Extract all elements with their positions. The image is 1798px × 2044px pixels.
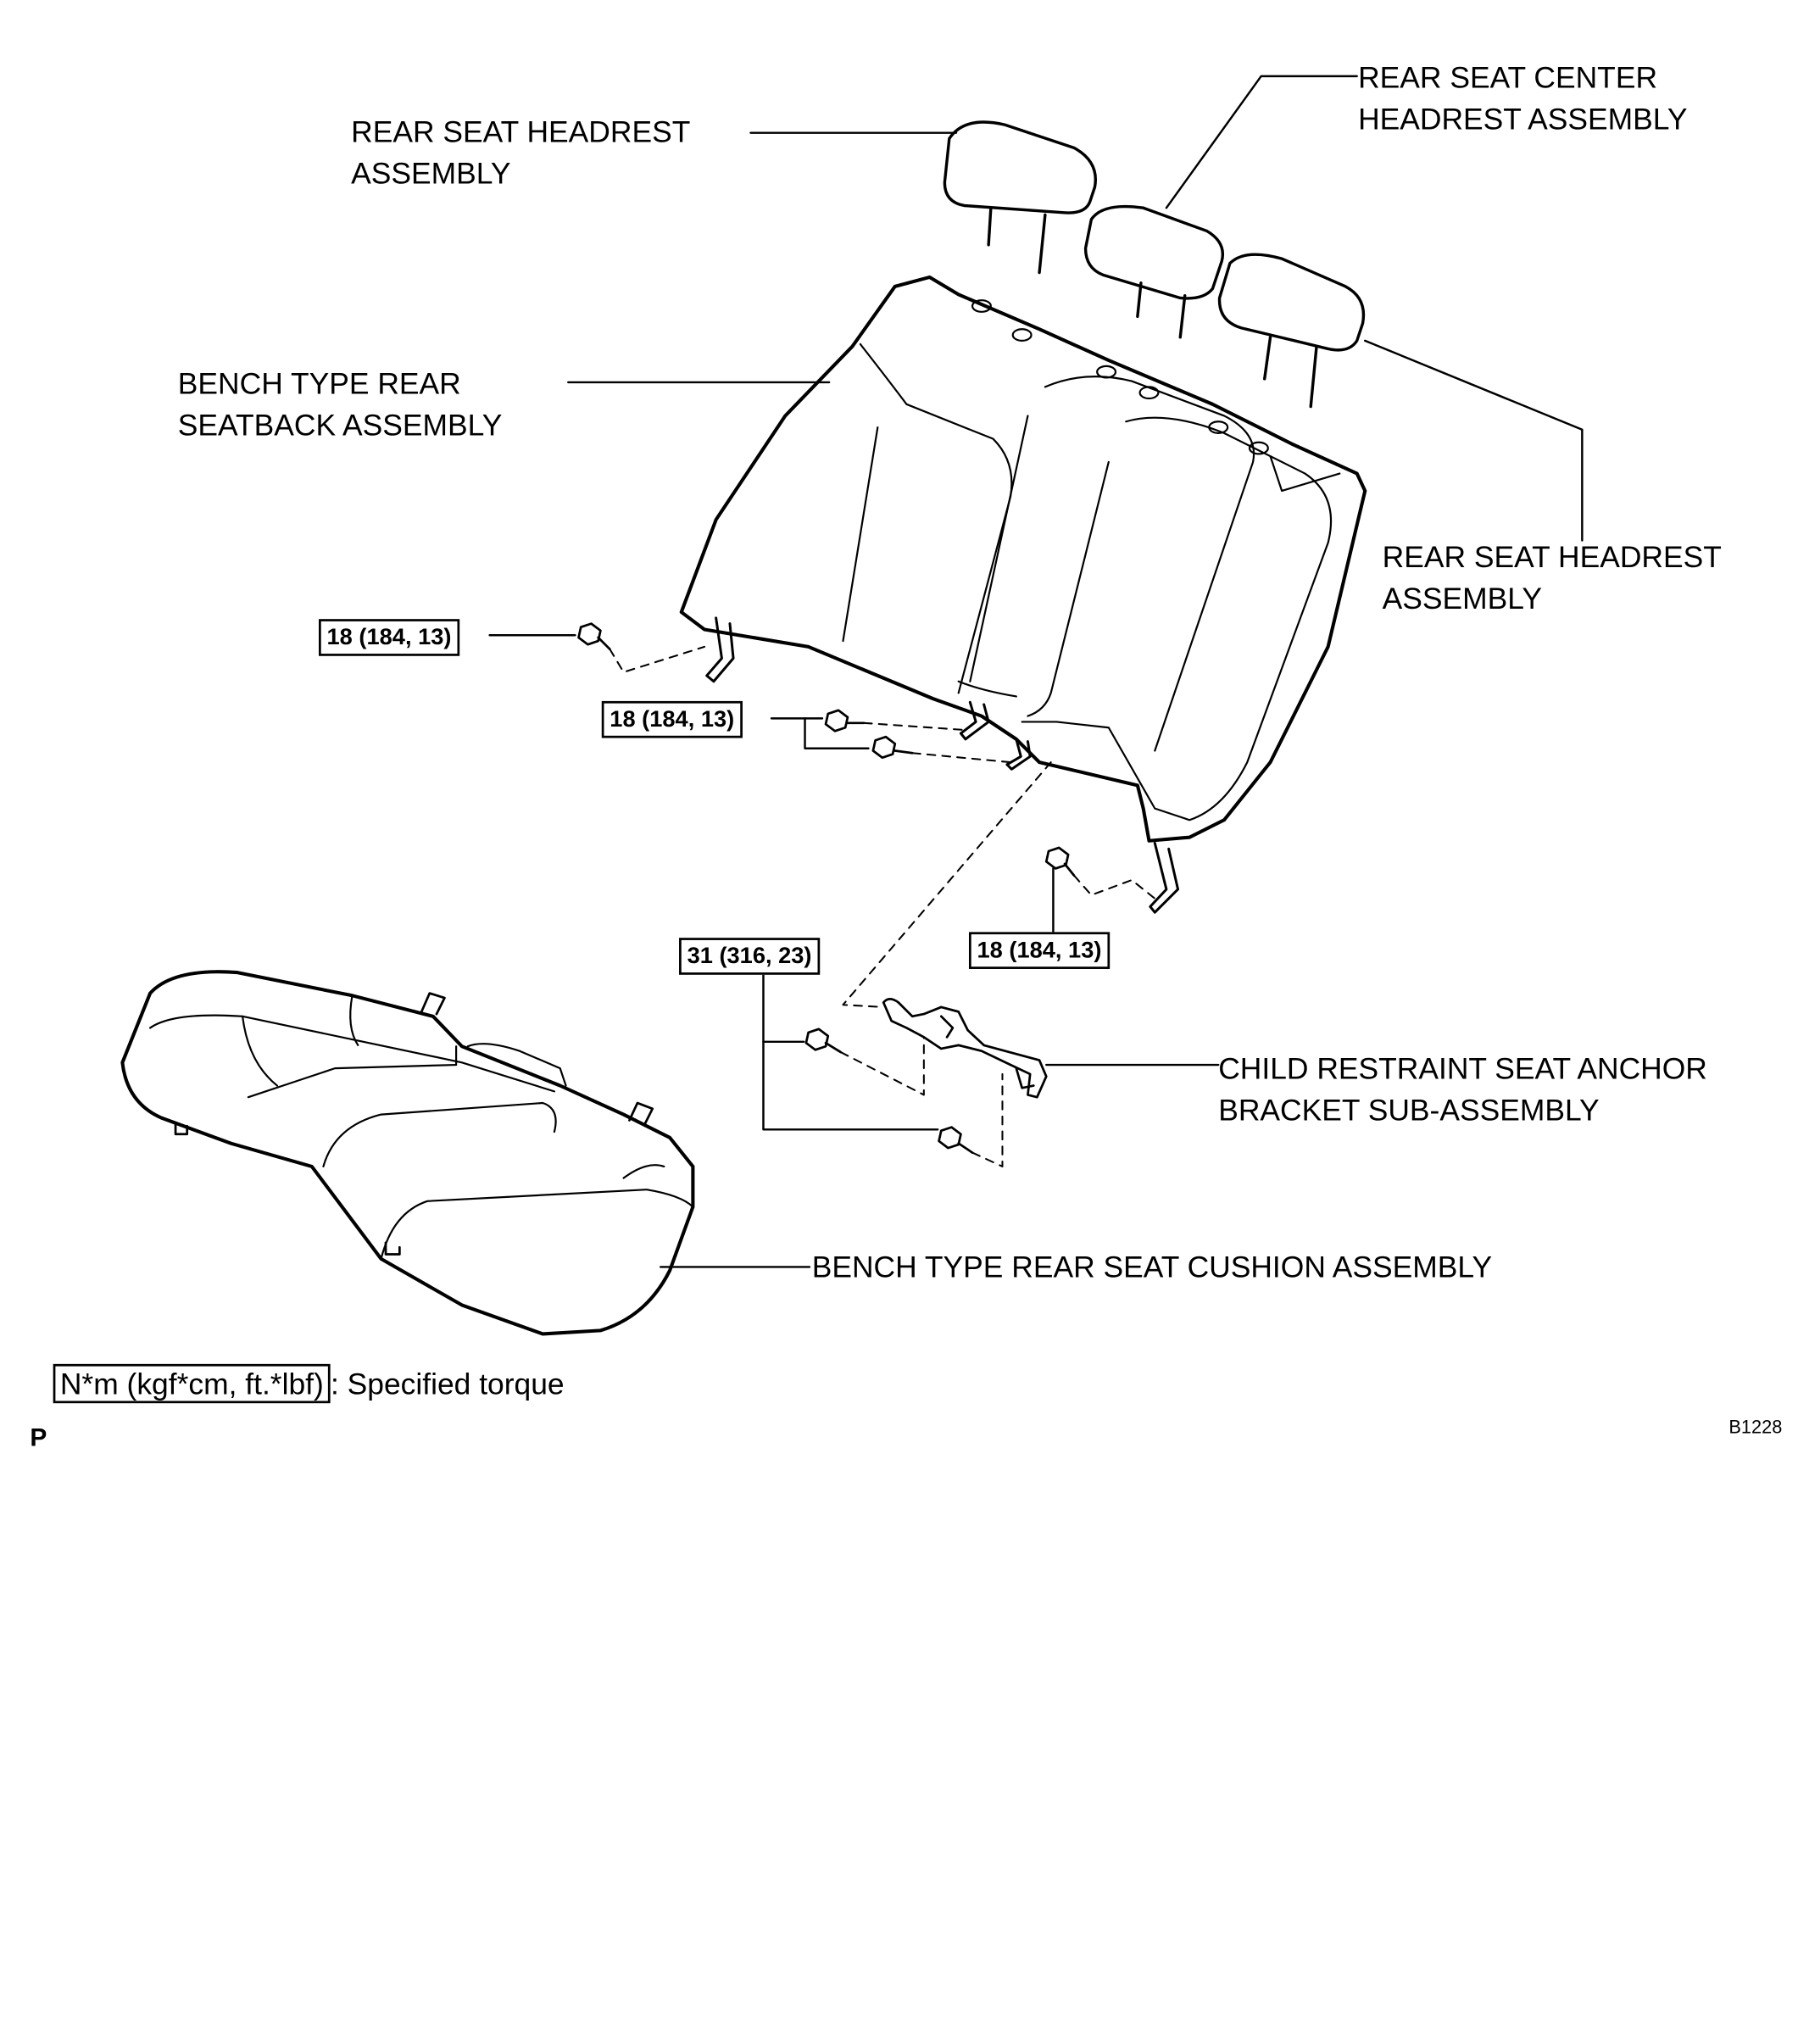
bolt-6 <box>938 1126 974 1154</box>
torque-spec-anchor-bracket: 31 (316, 23) <box>679 938 821 975</box>
label-bench-seat-cushion: BENCH TYPE REAR SEAT CUSHION ASSEMBLY <box>811 1250 1493 1284</box>
leader-lines <box>488 75 1584 1268</box>
label-rear-seat-headrest-left: REAR SEAT HEADREST ASSEMBLY <box>351 114 691 191</box>
torque-legend: N*m (kgf*cm, ft.*lbf): Specified torque <box>53 1363 565 1405</box>
torque-unit-box: N*m (kgf*cm, ft.*lbf) <box>53 1363 331 1404</box>
torque-spec-seatback-right: 18 (184, 13) <box>968 932 1110 969</box>
torque-spec-seatback-center: 18 (184, 13) <box>601 700 743 738</box>
bolt-3 <box>871 735 914 760</box>
headrest-right-drawing <box>1217 253 1366 409</box>
label-rear-seat-center-headrest: REAR SEAT CENTER HEADREST ASSEMBLY <box>1358 59 1688 136</box>
headrest-left-drawing <box>943 120 1097 275</box>
bolts <box>577 622 1076 1154</box>
anchor-bracket-drawing <box>882 998 1048 1099</box>
bolt-1 <box>577 622 611 650</box>
torque-spec-seatback-left: 18 (184, 13) <box>318 619 460 656</box>
headrest-center-drawing <box>1083 204 1224 339</box>
corner-mark: P <box>30 1423 47 1452</box>
bolt-5 <box>804 1028 843 1054</box>
seat-cushion-drawing <box>120 970 695 1336</box>
bolt-4 <box>1044 846 1076 877</box>
label-child-restraint-anchor-bracket: CHILD RESTRAINT SEAT ANCHOR BRACKET SUB-… <box>1218 1050 1707 1128</box>
torque-legend-text: : Specified torque <box>330 1366 565 1401</box>
seat-illustration <box>120 75 1584 1336</box>
seatback-drawing <box>679 275 1367 914</box>
label-bench-seatback: BENCH TYPE REAR SEATBACK ASSEMBLY <box>177 365 503 443</box>
label-rear-seat-headrest-right: REAR SEAT HEADREST ASSEMBLY <box>1382 539 1722 616</box>
bolt-2 <box>824 709 866 732</box>
figure-code: B1228 <box>1728 1417 1783 1439</box>
assembly-dashed-lines <box>609 645 1156 1167</box>
